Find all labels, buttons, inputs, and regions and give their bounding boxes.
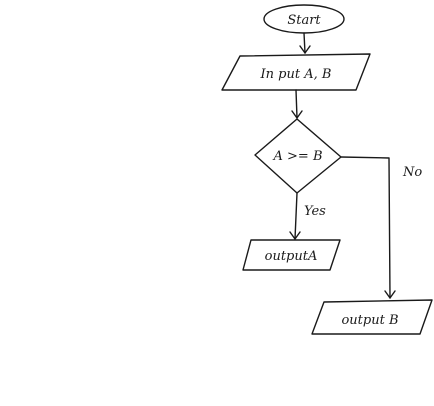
edge-decision-to-output-b-line [340,156,391,299]
edge-start-to-input-line [303,32,306,54]
start-node: Start [263,4,345,34]
output-b-node: output B [311,299,433,335]
output-a-node: outputA [242,239,341,271]
output-b-node-shape [311,299,433,335]
edge-input-to-decision-line [295,89,298,119]
edge-decision-to-output-a-line [294,192,298,240]
output-a-node-shape [242,239,341,271]
edge-yes-label: Yes [304,204,326,219]
edge-input-to-decision-arrowhead [291,110,303,119]
decision-node: A >= B [254,118,342,194]
output-b-node-label: output B [341,313,398,328]
input-node-shape [221,53,371,91]
decision-node-label: A >= B [273,149,323,164]
edge-start-to-input-arrowhead [299,45,311,54]
edge-decision-to-output-a: Yes [289,192,326,240]
edge-decision-to-output-b-arrowhead [384,290,396,299]
edge-decision-to-output-a-arrowhead [289,231,301,240]
edge-no-label: No [402,165,422,180]
edge-input-to-decision [291,89,303,119]
output-a-node-label: outputA [265,249,318,264]
edge-start-to-input [299,32,311,54]
start-node-label: Start [287,13,321,28]
input-node-label: In put A, B [260,67,332,82]
input-node: In put A, B [221,53,371,91]
edge-decision-to-output-b: No [340,156,422,299]
